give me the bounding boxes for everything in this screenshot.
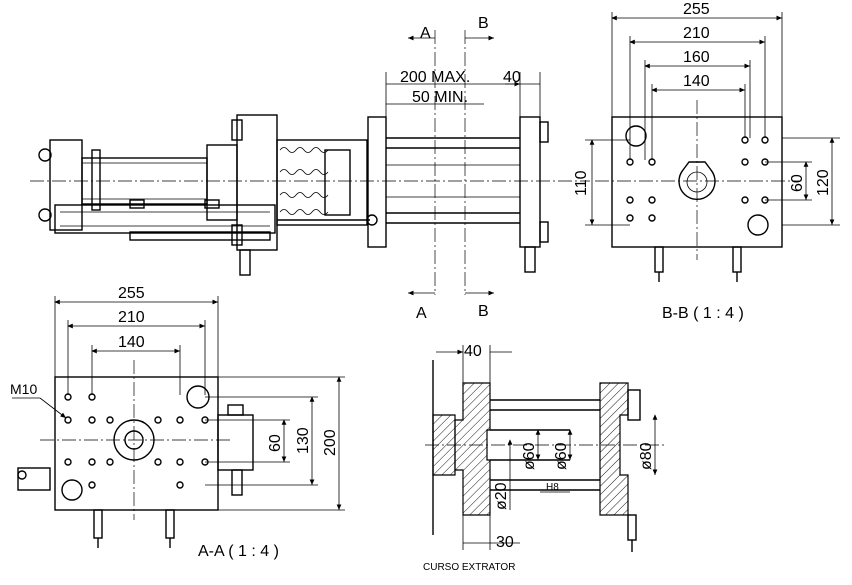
bb-dim-120: 120 (815, 169, 832, 196)
bb-dim-210: 210 (683, 25, 710, 42)
thread-label-m10: M10 (10, 381, 37, 397)
aa-dim-60: 60 (267, 434, 284, 452)
aa-dim-130: 130 (295, 427, 312, 454)
section-dim-30: 30 (496, 534, 514, 551)
aa-dim-200: 200 (322, 429, 339, 456)
view-bb (585, 12, 840, 282)
section-marker-b-top: B (478, 15, 489, 32)
bb-dim-140: 140 (683, 73, 710, 90)
aa-view-title: A-A ( 1 : 4 ) (198, 543, 279, 560)
section-dim-d60a: ø60 (521, 442, 538, 470)
section-view (425, 345, 665, 552)
section-fit-h8: H8 (546, 482, 559, 493)
section-marker-b-bottom: B (478, 303, 489, 320)
section-dim-40: 40 (464, 343, 482, 360)
stroke-min-label: 50 MIN. (412, 89, 468, 106)
side-view (30, 30, 590, 296)
aa-dim-255: 255 (118, 285, 145, 302)
view-aa (12, 296, 345, 548)
section-marker-a-top: A (420, 25, 431, 42)
aa-dim-140: 140 (118, 334, 145, 351)
section-marker-a-bottom: A (416, 305, 427, 322)
section-caption: CURSO EXTRATOR (423, 562, 515, 573)
section-dim-d20: ø20 (493, 482, 510, 510)
section-dim-d80: ø80 (638, 442, 655, 470)
aa-dim-210: 210 (118, 309, 145, 326)
dim-40-label: 40 (503, 69, 521, 86)
bb-dim-160: 160 (683, 49, 710, 66)
section-dim-d60b: ø60 (553, 442, 570, 470)
stroke-max-label: 200 MAX. (400, 69, 470, 86)
bb-dim-255: 255 (683, 1, 710, 18)
bb-dim-60: 60 (789, 174, 806, 192)
bb-dim-110: 110 (573, 170, 590, 196)
bb-view-title: B-B ( 1 : 4 ) (662, 305, 744, 322)
